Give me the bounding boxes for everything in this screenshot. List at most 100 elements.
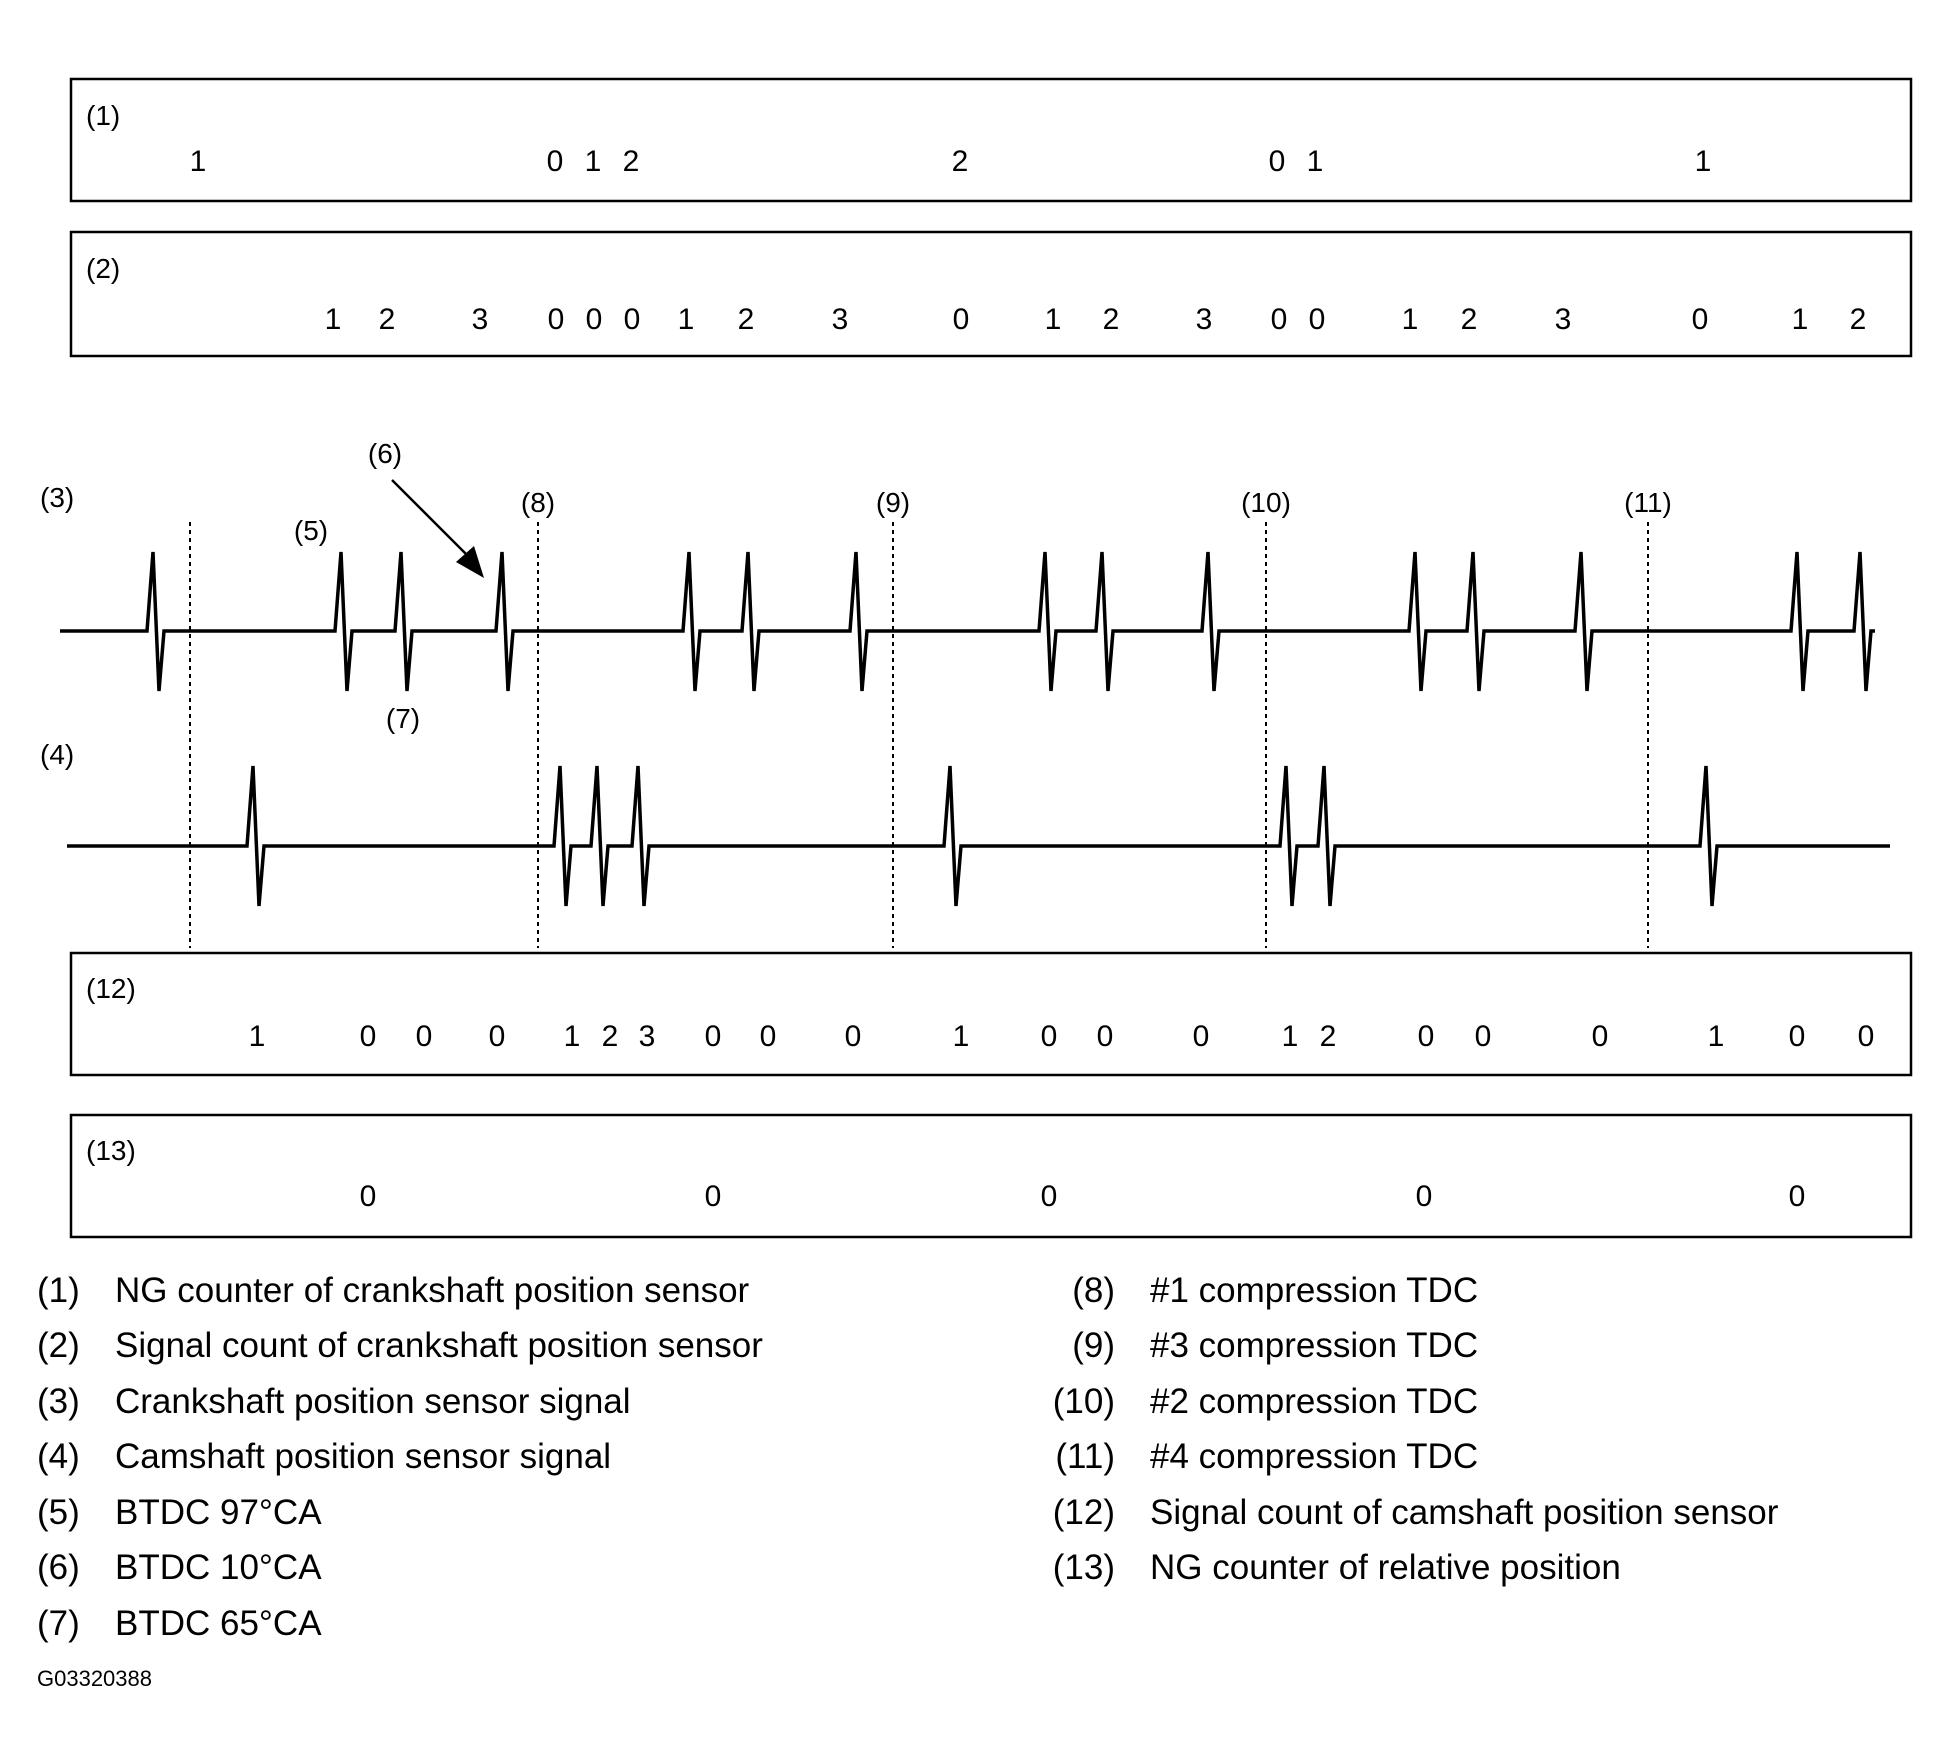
legend-text: #1 compression TDC <box>1150 1271 1478 1310</box>
counter-values: 0 0 0 0 0 <box>360 1180 1806 1213</box>
counter-value: 0 <box>1193 1020 1210 1053</box>
legend-number: (11) <box>1055 1437 1115 1476</box>
counter-value: 2 <box>379 303 396 336</box>
counter-value: 0 <box>416 1020 433 1053</box>
legend-number: (9) <box>1072 1326 1115 1365</box>
counter-value: 0 <box>1097 1020 1114 1053</box>
counter-value: 1 <box>1708 1020 1725 1053</box>
counter-value: 0 <box>586 303 603 336</box>
counter-value: 0 <box>705 1020 722 1053</box>
counter-value: 0 <box>1271 303 1288 336</box>
counter-value: 2 <box>1103 303 1120 336</box>
legend-item: (10) #2 compression TDC <box>1053 1382 1478 1421</box>
signal-count-camshaft-box: (12) 1 0 0 0 1 2 3 0 0 0 1 0 0 0 1 2 0 0… <box>69 951 1913 1077</box>
legend-number: (4) <box>37 1437 80 1476</box>
callout-5: (5) <box>294 515 328 546</box>
counter-value: 1 <box>1402 303 1419 336</box>
legend: (1) NG counter of crankshaft position se… <box>37 1271 1779 1643</box>
counter-value: 3 <box>639 1020 656 1053</box>
crankshaft-signal-tag: (3) <box>40 482 74 513</box>
legend-number: (2) <box>37 1326 80 1365</box>
callout-6-arrow <box>391 479 484 578</box>
counter-value: 1 <box>1282 1020 1299 1053</box>
counter-value: 1 <box>325 303 342 336</box>
legend-item: (9) #3 compression TDC <box>1072 1326 1478 1365</box>
legend-text: #2 compression TDC <box>1150 1382 1478 1421</box>
counter-value: 1 <box>1792 303 1809 336</box>
legend-text: Signal count of crankshaft position sens… <box>115 1326 763 1365</box>
counter-value: 0 <box>705 1180 722 1213</box>
legend-number: (1) <box>37 1271 80 1310</box>
counter-value: 0 <box>1475 1020 1492 1053</box>
counter-value: 0 <box>360 1020 377 1053</box>
counter-value: 2 <box>952 145 969 178</box>
camshaft-waveform <box>67 765 1890 907</box>
counter-value: 0 <box>547 145 564 178</box>
counter-value: 1 <box>190 145 207 178</box>
counter-value: 1 <box>585 145 602 178</box>
counter-value: 0 <box>1692 303 1709 336</box>
callouts: (5) (6) (7) (8) (9) (10) (11) <box>294 438 1672 734</box>
counter-value: 0 <box>845 1020 862 1053</box>
legend-item: (6) BTDC 10°CA <box>37 1548 322 1587</box>
counter-value: 3 <box>1196 303 1213 336</box>
legend-item: (12) Signal count of camshaft position s… <box>1053 1493 1779 1532</box>
box-tag: (2) <box>86 253 120 284</box>
box-tag: (1) <box>86 100 120 131</box>
legend-item: (8) #1 compression TDC <box>1072 1271 1478 1310</box>
counter-value: 3 <box>472 303 489 336</box>
signal-count-crankshaft-box: (2) 1 2 3 0 0 0 1 2 3 0 1 2 3 0 0 1 2 3 … <box>69 230 1913 358</box>
counter-value: 0 <box>489 1020 506 1053</box>
callout-11: (11) <box>1624 487 1672 518</box>
legend-text: NG counter of relative position <box>1150 1548 1621 1587</box>
box-frame <box>69 1113 1913 1239</box>
counter-value: 0 <box>1309 303 1326 336</box>
counter-value: 2 <box>1461 303 1478 336</box>
counter-value: 2 <box>1320 1020 1337 1053</box>
counter-value: 1 <box>249 1020 266 1053</box>
counter-value: 1 <box>564 1020 581 1053</box>
counter-values: 1 0 1 2 2 0 1 1 <box>190 145 1712 178</box>
callout-10: (10) <box>1241 487 1291 518</box>
camshaft-signal-tag: (4) <box>40 739 74 770</box>
ng-counter-crankshaft-box: (1) 1 0 1 2 2 0 1 1 <box>69 77 1913 203</box>
legend-item: (2) Signal count of crankshaft position … <box>37 1326 763 1365</box>
legend-number: (3) <box>37 1382 80 1421</box>
legend-text: Crankshaft position sensor signal <box>115 1382 631 1421</box>
legend-number: (7) <box>37 1604 80 1643</box>
callout-6: (6) <box>368 438 402 469</box>
legend-item: (1) NG counter of crankshaft position se… <box>37 1271 750 1310</box>
legend-item: (3) Crankshaft position sensor signal <box>37 1382 631 1421</box>
counter-value: 0 <box>953 303 970 336</box>
counter-value: 2 <box>1850 303 1867 336</box>
legend-number: (13) <box>1053 1548 1115 1587</box>
counter-values: 1 2 3 0 0 0 1 2 3 0 1 2 3 0 0 1 2 3 0 1 … <box>325 303 1867 336</box>
legend-item: (7) BTDC 65°CA <box>37 1604 322 1643</box>
legend-text: Camshaft position sensor signal <box>115 1437 611 1476</box>
counter-value: 0 <box>548 303 565 336</box>
box-frame <box>69 951 1913 1077</box>
legend-text: #3 compression TDC <box>1150 1326 1478 1365</box>
legend-text: #4 compression TDC <box>1150 1437 1478 1476</box>
legend-number: (6) <box>37 1548 80 1587</box>
legend-item: (13) NG counter of relative position <box>1053 1548 1621 1587</box>
counter-value: 0 <box>760 1020 777 1053</box>
legend-item: (5) BTDC 97°CA <box>37 1493 322 1532</box>
counter-value: 1 <box>1045 303 1062 336</box>
legend-text: Signal count of camshaft position sensor <box>1150 1493 1779 1532</box>
callout-8: (8) <box>521 487 555 518</box>
counter-value: 1 <box>1695 145 1712 178</box>
counter-value: 0 <box>1041 1180 1058 1213</box>
counter-value: 2 <box>602 1020 619 1053</box>
callout-7: (7) <box>386 703 420 734</box>
counter-value: 2 <box>623 145 640 178</box>
box-tag: (12) <box>86 973 136 1004</box>
counter-value: 0 <box>1416 1180 1433 1213</box>
crankshaft-waveform <box>60 551 1875 692</box>
box-frame <box>69 77 1913 203</box>
counter-value: 0 <box>1858 1020 1875 1053</box>
counter-value: 2 <box>738 303 755 336</box>
counter-value: 3 <box>832 303 849 336</box>
counter-values: 1 0 0 0 1 2 3 0 0 0 1 0 0 0 1 2 0 0 0 1 … <box>249 1020 1875 1053</box>
